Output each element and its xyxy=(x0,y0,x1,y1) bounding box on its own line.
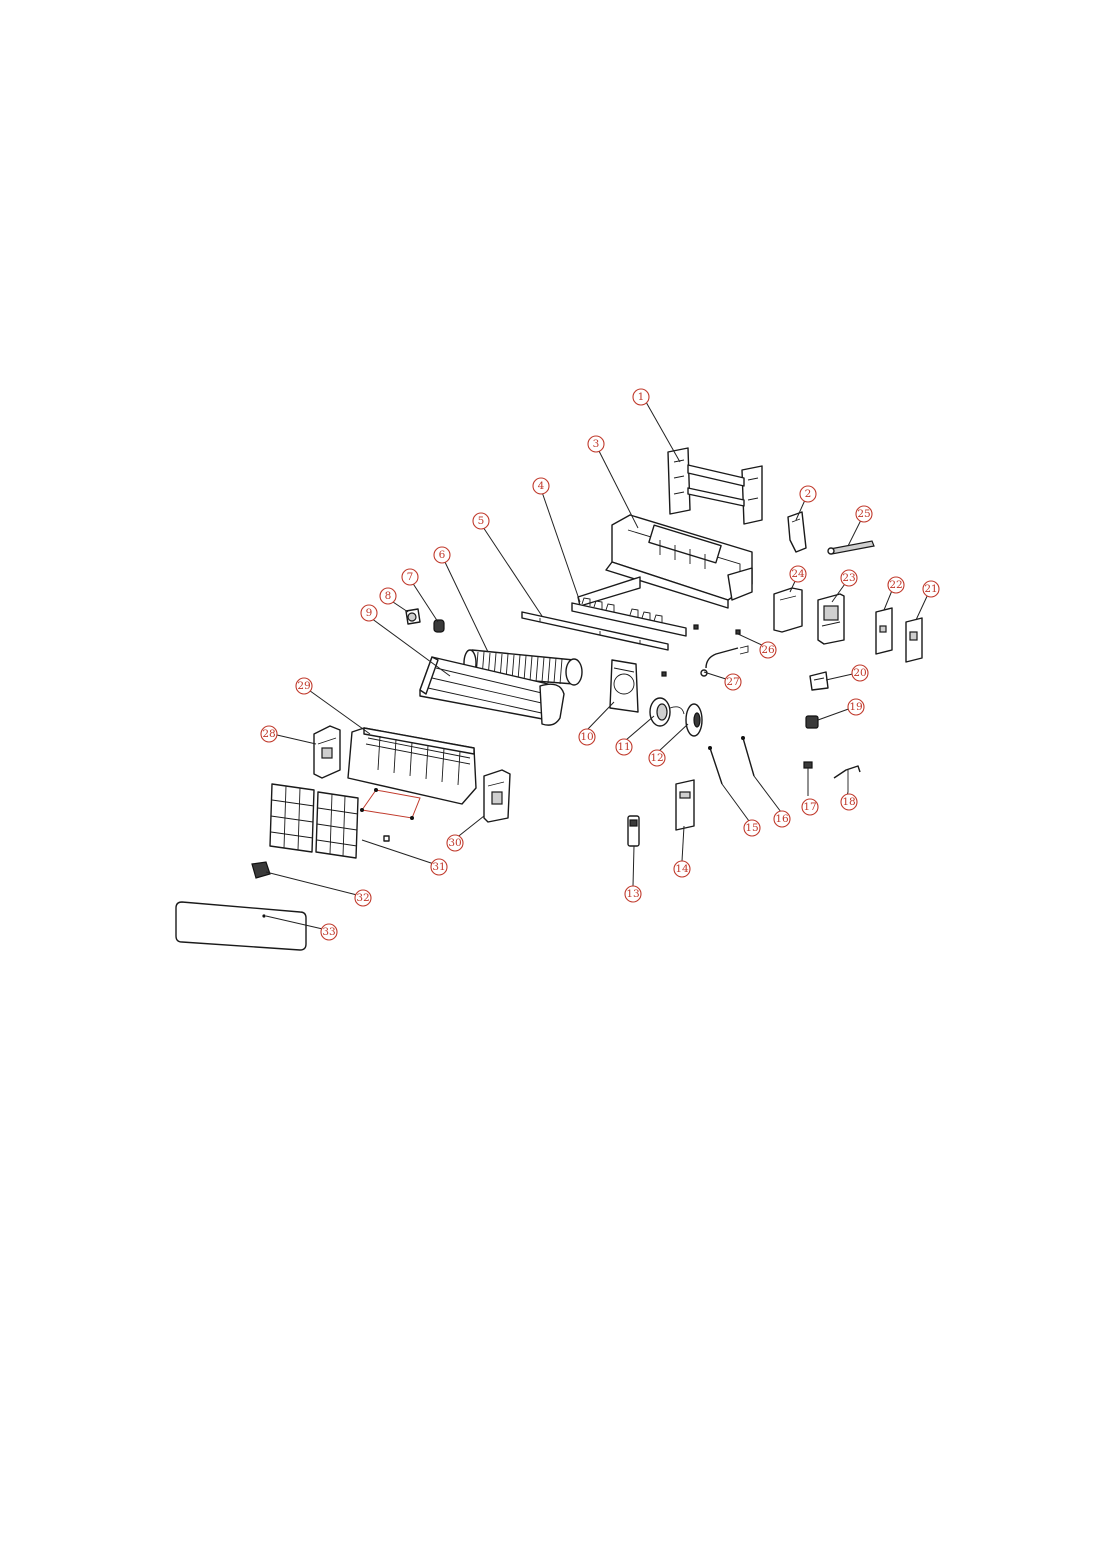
callout-17-label: 17 xyxy=(803,801,816,813)
callout-23: 23 xyxy=(840,569,858,587)
part-evaporator xyxy=(419,656,565,726)
callout-29: 29 xyxy=(295,677,313,695)
callout-10-label: 10 xyxy=(580,731,593,743)
part-front-panel xyxy=(347,727,477,820)
callout-28-label: 28 xyxy=(262,728,275,740)
callout-6: 6 xyxy=(433,546,451,564)
callout-5: 5 xyxy=(472,512,490,530)
part-screws xyxy=(661,624,741,677)
part-remote-controller xyxy=(627,815,640,847)
callout-3-label: 3 xyxy=(593,438,600,450)
callout-11: 11 xyxy=(615,738,633,756)
callout-21-label: 21 xyxy=(924,583,937,595)
callout-10: 10 xyxy=(578,728,596,746)
part-control-board xyxy=(875,607,893,655)
callout-32: 32 xyxy=(354,889,372,907)
callout-13-label: 13 xyxy=(626,888,639,900)
part-swing-blade xyxy=(521,611,669,651)
callout-27: 27 xyxy=(724,673,742,691)
callout-33: 33 xyxy=(320,923,338,941)
callout-22-label: 22 xyxy=(889,579,902,591)
callout-33-label: 33 xyxy=(322,926,335,938)
part-pipe-sensor xyxy=(708,746,723,785)
callout-18: 18 xyxy=(840,793,858,811)
callout-24-label: 24 xyxy=(791,568,805,580)
callout-6-label: 6 xyxy=(439,549,446,561)
callout-9: 9 xyxy=(360,604,378,622)
part-drain-pipe xyxy=(700,645,749,677)
callout-28: 28 xyxy=(260,725,278,743)
callout-4: 4 xyxy=(532,477,550,495)
part-fan-motor xyxy=(649,697,685,727)
callout-30-label: 30 xyxy=(448,837,461,849)
part-motor-cover xyxy=(685,703,703,737)
callout-31: 31 xyxy=(430,858,448,876)
callout-22: 22 xyxy=(887,576,905,594)
part-electrical-box xyxy=(817,593,845,645)
callout-7: 7 xyxy=(401,568,419,586)
callout-12: 12 xyxy=(648,749,666,767)
part-air-filter xyxy=(269,783,390,859)
callout-20-label: 20 xyxy=(853,667,866,679)
part-front-cover xyxy=(175,901,307,951)
callout-1: 1 xyxy=(632,388,650,406)
callout-26-label: 26 xyxy=(761,644,775,656)
part-motor-bracket xyxy=(609,659,639,713)
callout-8-label: 8 xyxy=(385,590,392,602)
callout-29-label: 29 xyxy=(297,680,310,692)
callout-16: 16 xyxy=(773,810,791,828)
callout-15-label: 15 xyxy=(745,822,758,834)
part-temperature-sensor xyxy=(827,540,875,555)
callout-3: 3 xyxy=(587,435,605,453)
part-room-sensor xyxy=(741,736,755,777)
callout-27-label: 27 xyxy=(726,676,739,688)
part-left-end-cap xyxy=(313,725,341,779)
part-right-end-cap xyxy=(483,769,511,823)
callout-14: 14 xyxy=(673,860,691,878)
callout-17: 17 xyxy=(801,798,819,816)
callout-5-label: 5 xyxy=(478,515,485,527)
part-louver-assembly xyxy=(571,597,687,637)
callout-18-label: 18 xyxy=(842,796,855,808)
callout-25: 25 xyxy=(855,505,873,523)
part-bearing xyxy=(433,619,445,633)
callout-2-label: 2 xyxy=(805,488,812,500)
callout-32-label: 32 xyxy=(356,892,369,904)
callout-11-label: 11 xyxy=(617,741,630,753)
callout-4-label: 4 xyxy=(538,480,545,492)
callout-16-label: 16 xyxy=(775,813,789,825)
part-capacitor xyxy=(805,715,819,729)
callout-26: 26 xyxy=(759,641,777,659)
callout-13: 13 xyxy=(624,885,642,903)
callout-8: 8 xyxy=(379,587,397,605)
callout-19-label: 19 xyxy=(849,701,862,713)
part-display-board xyxy=(905,617,923,663)
part-sensor-clip xyxy=(803,761,813,796)
callout-9-label: 9 xyxy=(366,607,373,619)
callout-20: 20 xyxy=(851,664,869,682)
callout-7-label: 7 xyxy=(407,571,414,583)
callout-15: 15 xyxy=(743,819,761,837)
callout-21: 21 xyxy=(922,580,940,598)
callout-30: 30 xyxy=(446,834,464,852)
part-terminal-block xyxy=(809,671,829,691)
callout-24: 24 xyxy=(789,565,807,583)
callout-25-label: 25 xyxy=(857,508,870,520)
callout-14-label: 14 xyxy=(675,863,689,875)
part-chassis xyxy=(577,514,753,609)
part-electrical-cover xyxy=(773,587,803,633)
part-bearing-holder xyxy=(405,608,421,625)
callout-12-label: 12 xyxy=(650,752,663,764)
callout-1-label: 1 xyxy=(638,391,645,403)
callout-19: 19 xyxy=(847,698,865,716)
callout-31-label: 31 xyxy=(432,861,445,873)
part-receiver-box xyxy=(251,861,271,879)
part-mounting-plate xyxy=(667,447,763,525)
part-remote-holder xyxy=(675,779,695,831)
leader-lines xyxy=(265,401,930,931)
part-wire-harness xyxy=(833,765,861,792)
callout-23-label: 23 xyxy=(842,572,855,584)
callout-2: 2 xyxy=(799,485,817,503)
